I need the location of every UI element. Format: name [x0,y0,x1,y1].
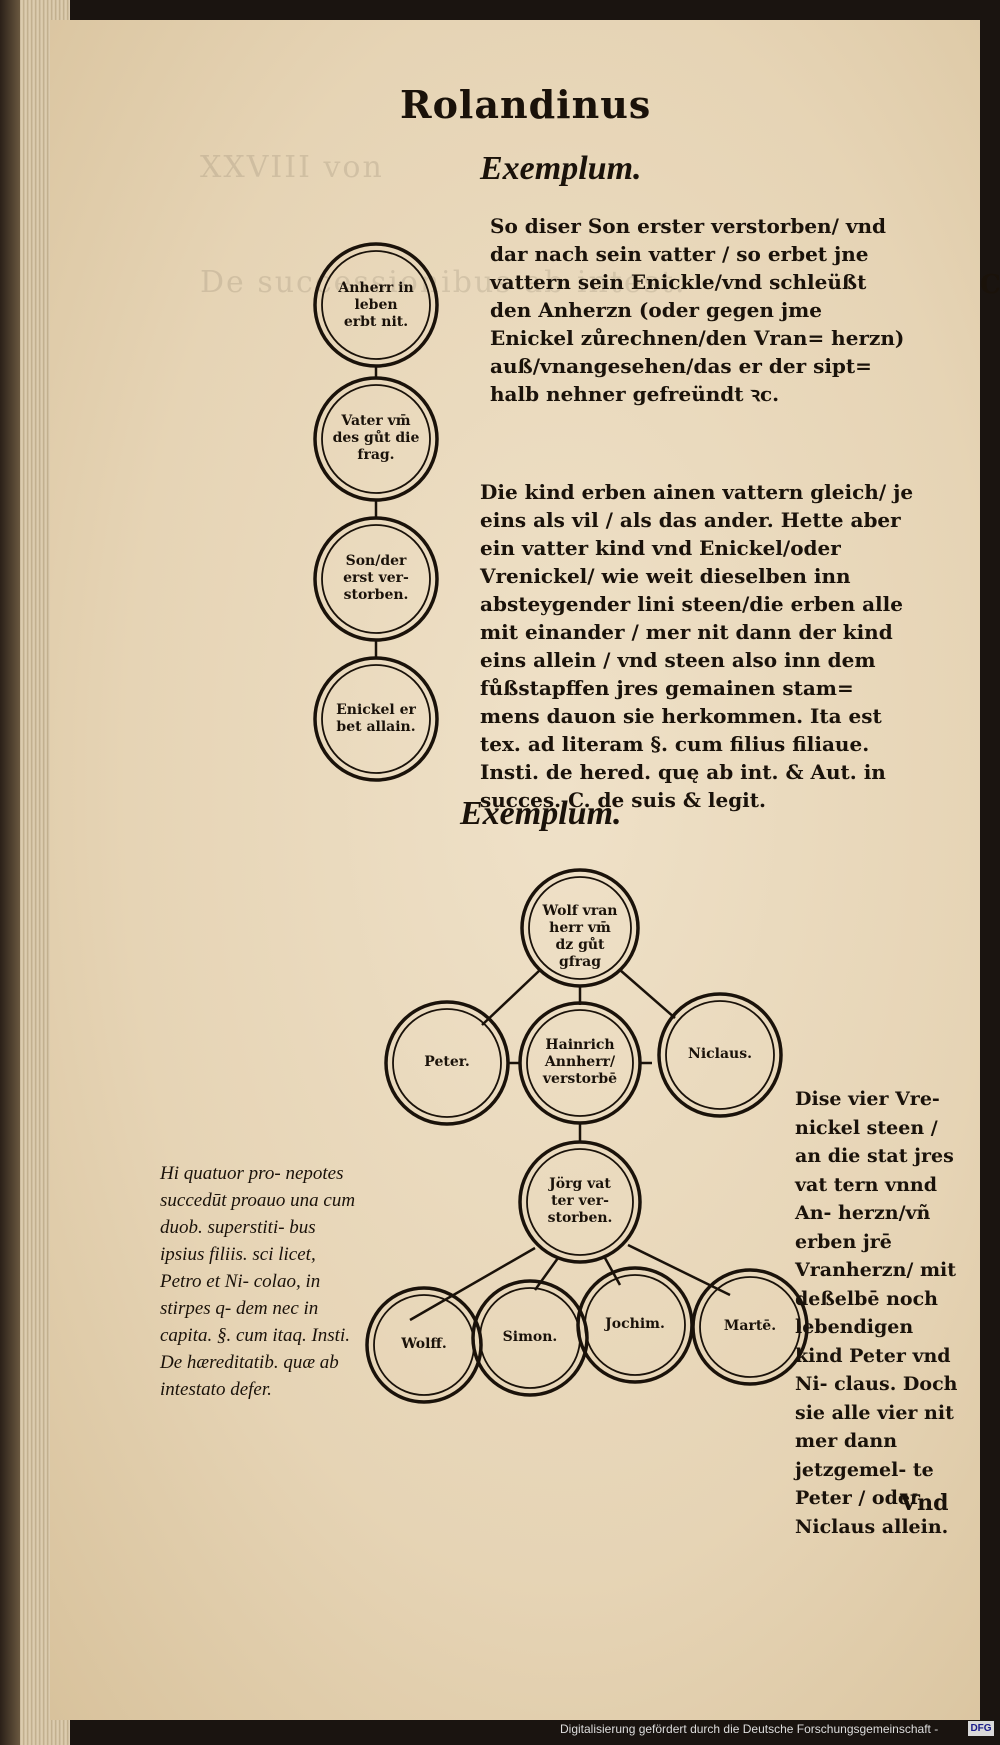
link-mid-b1 [409,1246,536,1322]
node-father-circle [313,376,439,502]
node-marten-circle [691,1268,809,1386]
node-grandson-circle [313,656,439,782]
heading-exemplum-1: Exemplum. [480,150,642,187]
link-top-right [619,969,676,1019]
running-header: Rolandinus [400,82,652,127]
node-niclaus-circle [657,992,783,1118]
node-grandson-label: Enickel er bet allain. [336,702,416,735]
node-peter-label: Peter. [424,1054,470,1070]
spine-shadow [0,0,20,1745]
diagram-2-tree [365,868,809,1404]
node-wolf-label: Wolf vran herr vm̄ dz gůt gfrag [542,903,618,970]
paragraph-1: So diser Son erster verstorben/ vnd dar … [490,214,905,406]
diagram-1-chain [313,242,439,782]
node-son-circle [313,516,439,642]
node-wolff-label: Wolff. [401,1336,447,1352]
link-mid-b4 [627,1243,731,1297]
paragraph-2: Die kind erben ainen vattern gleich/ je … [480,480,914,812]
marginal-note-latin: Hi quatuor pro- nepotes succedūt proauo … [160,1163,356,1400]
heading-exemplum-2: Exemplum. [460,795,622,832]
marginal-note-german: Dise vier Vre- nickel steen / an die sta… [795,1088,958,1538]
node-peter-circle [384,1000,510,1126]
node-wolf-circle [520,868,640,988]
dfg-logo: DFG [968,1721,994,1736]
node-hainrich-label: Hainrich Annherr/ verstorbē [542,1037,618,1087]
node-jorg-circle [518,1140,642,1264]
link-mid-b2 [533,1257,560,1291]
node-simon-label: Simon. [502,1329,558,1345]
digitization-credit: Digitalisierung gefördert durch die Deut… [560,1722,939,1736]
link-top-left [481,969,541,1026]
node-jochim-label: Jochim. [605,1316,665,1332]
catchword: Vnd [900,1490,949,1516]
node-father-label: Vater vm̄ des gůt die frag. [332,413,420,463]
node-ancestor-label: Anherr in leben erbt nit. [338,280,414,330]
node-jorg-label: Jörg vat ter ver- storben. [547,1176,613,1226]
node-ancestor-circle [313,242,439,368]
node-niclaus-label: Niclaus. [688,1046,752,1062]
margin-letter: C [980,270,1000,300]
node-marten-label: Martē. [723,1318,777,1334]
node-hainrich-circle [518,1001,642,1125]
node-son-label: Son/der erst ver- storben. [343,553,409,603]
